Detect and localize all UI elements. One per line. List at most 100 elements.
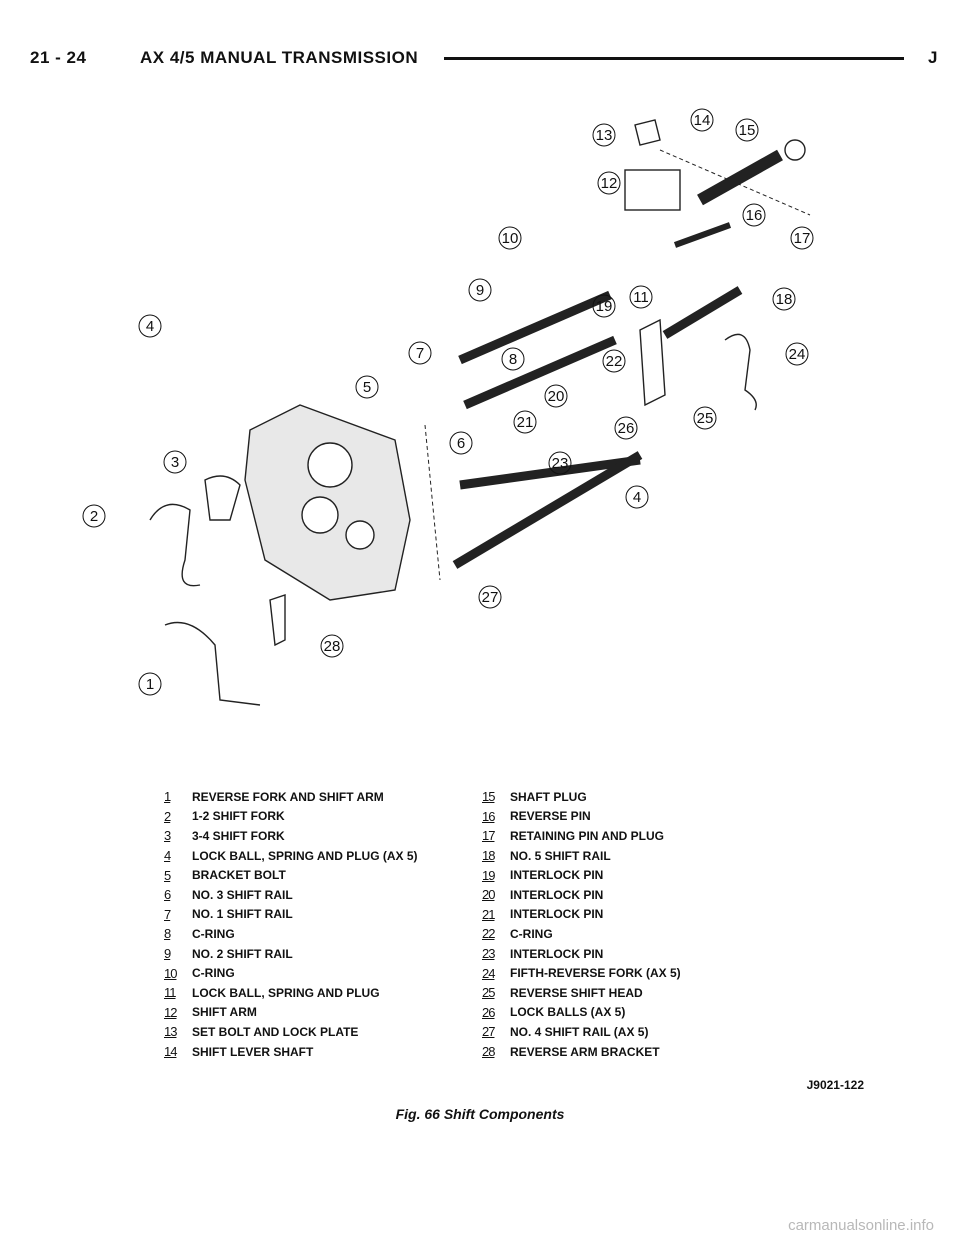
svg-text:22: 22 bbox=[606, 353, 623, 370]
callout-13: 13 bbox=[592, 123, 616, 147]
figure-reference: J9021-122 bbox=[806, 1078, 864, 1092]
figure-caption: Fig. 66 Shift Components bbox=[395, 1106, 565, 1122]
svg-text:4: 4 bbox=[633, 489, 641, 506]
callout-22: 22 bbox=[602, 349, 626, 373]
shift-arm-12 bbox=[624, 169, 681, 211]
callout-10: 10 bbox=[498, 226, 522, 250]
rail-7 bbox=[463, 335, 617, 410]
head-25 bbox=[639, 318, 666, 407]
callout-27: 27 bbox=[478, 585, 502, 609]
callout-12: 12 bbox=[597, 171, 621, 195]
bolt-13 bbox=[634, 119, 661, 146]
callout-28: 28 bbox=[320, 634, 344, 658]
svg-text:7: 7 bbox=[416, 345, 424, 362]
callout-23: 23 bbox=[548, 451, 572, 475]
callout-16: 16 bbox=[742, 203, 766, 227]
callout-2: 2 bbox=[82, 504, 106, 528]
svg-text:3: 3 bbox=[171, 454, 179, 471]
watermark: carmanualsonline.info bbox=[788, 1217, 934, 1234]
svg-text:24: 24 bbox=[789, 346, 806, 363]
svg-text:12: 12 bbox=[601, 175, 618, 192]
svg-text:18: 18 bbox=[776, 291, 793, 308]
svg-text:10: 10 bbox=[502, 230, 519, 247]
svg-text:9: 9 bbox=[476, 282, 484, 299]
shaft-14 bbox=[697, 149, 783, 206]
svg-text:11: 11 bbox=[633, 289, 649, 306]
callout-7: 7 bbox=[408, 341, 432, 365]
callout-8: 8 bbox=[501, 347, 525, 371]
section-title: AX 4/5 MANUAL TRANSMISSION bbox=[140, 48, 419, 67]
page-number: 21 - 24 bbox=[30, 48, 87, 67]
section-letter: J bbox=[928, 48, 938, 67]
page-header: 21 - 24 AX 4/5 MANUAL TRANSMISSION J bbox=[30, 48, 938, 72]
rail-18 bbox=[662, 286, 743, 339]
callout-15: 15 bbox=[735, 118, 759, 142]
svg-text:21: 21 bbox=[517, 414, 534, 431]
callout-18: 18 bbox=[772, 287, 796, 311]
callout-25: 25 bbox=[693, 406, 717, 430]
svg-text:2: 2 bbox=[90, 508, 98, 525]
callout-6: 6 bbox=[449, 431, 473, 455]
svg-text:25: 25 bbox=[697, 410, 714, 427]
svg-text:27: 27 bbox=[482, 589, 499, 606]
svg-text:5: 5 bbox=[363, 379, 371, 396]
svg-text:13: 13 bbox=[596, 127, 613, 144]
svg-text:16: 16 bbox=[746, 207, 763, 224]
bracket-28 bbox=[269, 594, 286, 647]
shift-components-diagram: 1 2 3 4 4 5 6 7 8 9 10 11 12 13 14 15 16… bbox=[82, 108, 814, 706]
svg-text:19: 19 bbox=[596, 298, 613, 315]
svg-text:26: 26 bbox=[618, 420, 635, 437]
fork-24 bbox=[724, 333, 757, 411]
svg-text:1: 1 bbox=[146, 676, 154, 693]
header-rule bbox=[444, 57, 904, 60]
callout-26: 26 bbox=[614, 416, 638, 440]
callout-4a: 4 bbox=[138, 314, 162, 338]
rail-6 bbox=[459, 455, 641, 490]
callout-11: 11 bbox=[629, 285, 653, 309]
callout-9: 9 bbox=[468, 278, 492, 302]
callout-1: 1 bbox=[138, 672, 162, 696]
fork-3 bbox=[204, 475, 241, 521]
svg-text:28: 28 bbox=[324, 638, 341, 655]
svg-text:20: 20 bbox=[548, 388, 565, 405]
callout-14: 14 bbox=[690, 108, 714, 132]
callout-3: 3 bbox=[163, 450, 187, 474]
callout-20: 20 bbox=[544, 384, 568, 408]
callout-19: 19 bbox=[592, 294, 616, 318]
callout-17: 17 bbox=[790, 226, 814, 250]
callout-5: 5 bbox=[355, 375, 379, 399]
svg-text:17: 17 bbox=[794, 230, 811, 247]
svg-text:6: 6 bbox=[457, 435, 465, 452]
svg-text:8: 8 bbox=[509, 351, 517, 368]
arm-1 bbox=[164, 621, 261, 706]
callout-24: 24 bbox=[785, 342, 809, 366]
plug-15 bbox=[784, 139, 806, 161]
fork-2 bbox=[149, 503, 201, 587]
